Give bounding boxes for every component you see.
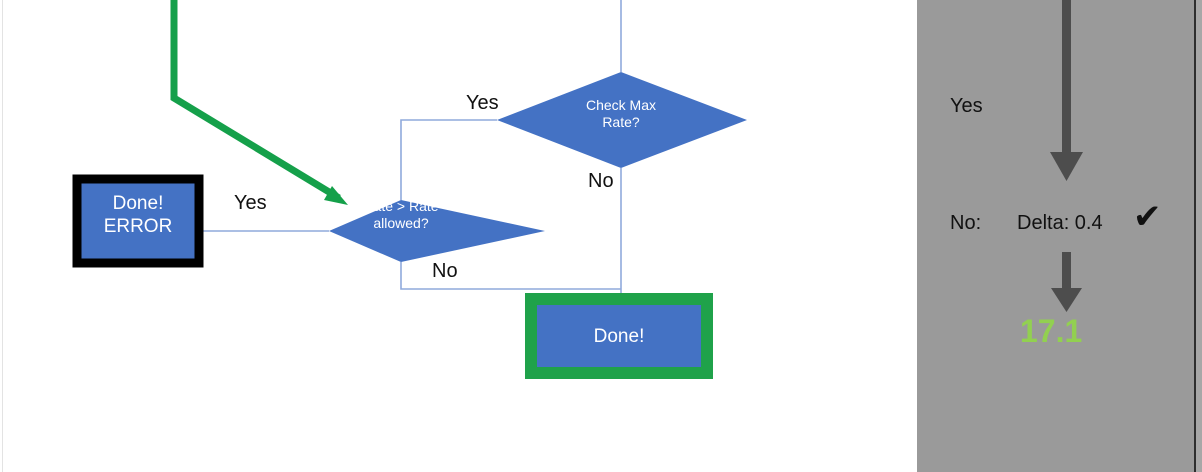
edge-label-rate-no: No	[432, 260, 458, 282]
down-arrow-long-icon	[1050, 0, 1083, 181]
panel-no-label: No:	[950, 212, 982, 234]
panel-result-value: 17.1	[1020, 313, 1083, 349]
check-mark-icon: ✔	[1133, 198, 1162, 236]
canvas-left-edge-rule	[2, 0, 3, 472]
connector-rate-no-to-done	[400, 262, 621, 290]
done-box-shape[interactable]	[525, 293, 713, 379]
edge-label-maxrate-no: No	[588, 170, 614, 192]
error-box-shape[interactable]	[72, 174, 204, 268]
green-highlight-path	[170, 0, 341, 201]
flowchart-canvas: Done! ERROR Rate > Rate allowed? Check M…	[2, 0, 747, 472]
panel-right-border	[1194, 0, 1196, 472]
rate-diamond-shape[interactable]	[329, 200, 545, 262]
flowchart-vector-layer	[72, 0, 747, 379]
panel-vector-layer	[1050, 0, 1083, 312]
panel-right-strip	[1196, 0, 1202, 472]
panel-yes-label: Yes	[950, 95, 983, 117]
green-highlight-arrowhead	[324, 186, 348, 205]
edge-label-error-yes: Yes	[234, 192, 267, 214]
connector-maxrate-yes-to-rate	[400, 119, 497, 200]
maxrate-diamond-shape[interactable]	[497, 72, 747, 168]
panel-delta-label: Delta: 0.4	[1017, 212, 1103, 234]
edge-label-maxrate-yes: Yes	[466, 92, 499, 114]
down-arrow-short-icon	[1051, 252, 1082, 312]
status-panel: Yes No: Delta: 0.4 ✔ 17.1	[917, 0, 1202, 472]
